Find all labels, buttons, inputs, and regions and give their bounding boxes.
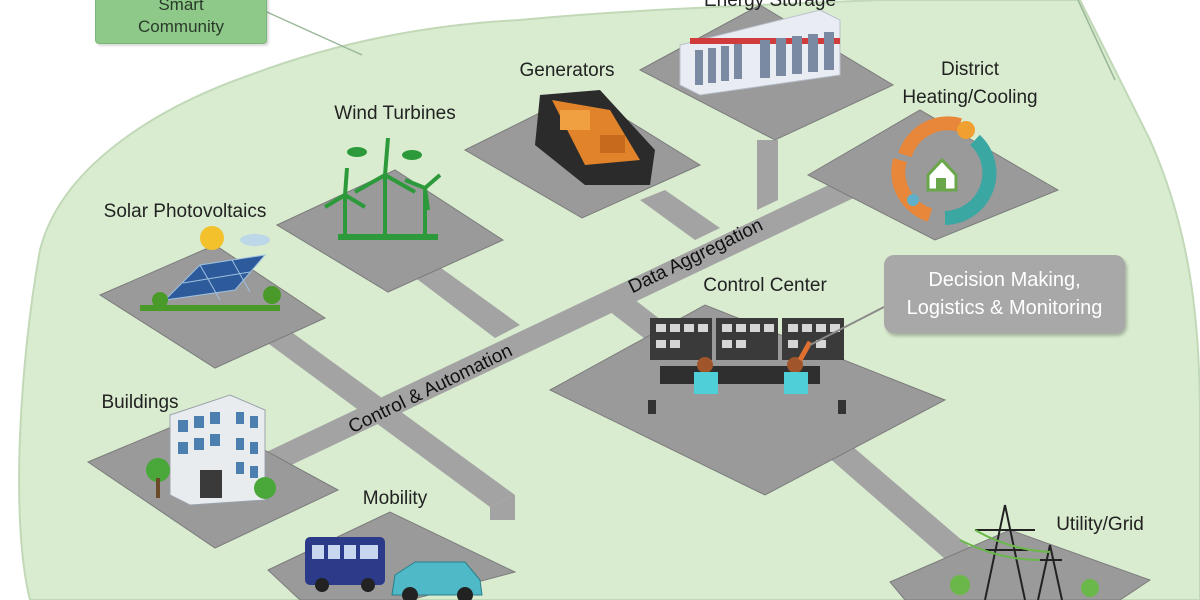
smart-community-callout: Smart Community	[95, 0, 267, 44]
decision-callout: Decision Making, Logistics & Monitoring	[884, 255, 1125, 333]
road-to-storage	[757, 140, 778, 210]
building-illustration	[146, 394, 276, 506]
control-center-illustration	[648, 318, 846, 414]
district-label-line-2: Heating/Cooling	[902, 87, 1038, 108]
road-main	[260, 182, 860, 468]
generators-label: Generators	[519, 60, 615, 81]
wind-turbines-illustration	[323, 137, 442, 240]
decision-pointer	[809, 306, 885, 346]
generator-illustration	[535, 90, 655, 185]
road-to-wind	[405, 260, 520, 338]
district-label: District Heating/Cooling	[880, 59, 1060, 109]
buildings-label: Buildings	[101, 392, 179, 413]
decision-line-1: Decision Making,	[928, 269, 1081, 291]
road-to-utility	[820, 440, 985, 572]
mobility-illustration	[305, 537, 483, 600]
control-center-label: Control Center	[703, 275, 827, 296]
district-illustration	[891, 116, 997, 225]
utility-grid-label: Utility/Grid	[1056, 514, 1144, 535]
smart-community-line-1: Smart	[158, 0, 204, 14]
mobility-label: Mobility	[362, 488, 428, 509]
road-solar-mobility	[250, 320, 515, 507]
decision-line-2: Logistics & Monitoring	[906, 297, 1103, 319]
grid-trees	[950, 575, 1099, 597]
solar-illustration	[140, 226, 281, 311]
utility-grid-illustration	[959, 504, 1063, 600]
road-mobility-down	[490, 495, 515, 520]
smart-community-line-2: Community	[138, 17, 224, 36]
solar-label: Solar Photovoltaics	[103, 201, 267, 222]
energy-storage-illustration	[679, 9, 841, 96]
wind-turbines-label: Wind Turbines	[334, 103, 456, 124]
road-to-generators	[640, 190, 720, 240]
energy-storage-label: Energy Storage	[703, 0, 837, 11]
district-label-line-1: District	[940, 59, 1000, 80]
